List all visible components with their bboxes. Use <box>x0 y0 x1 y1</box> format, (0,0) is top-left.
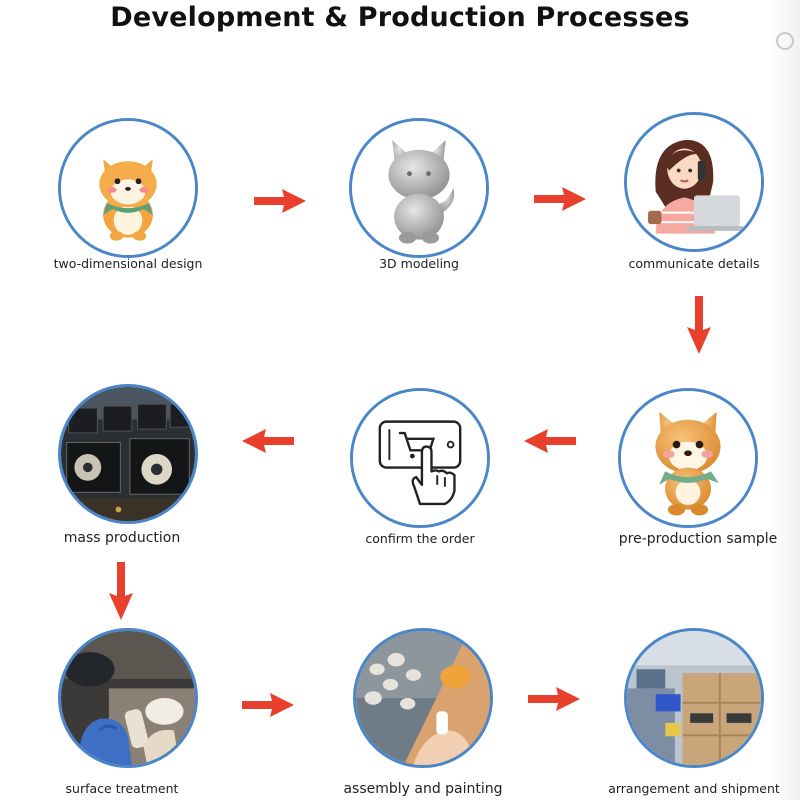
arrow-right-icon <box>252 186 308 216</box>
step-label: 3D modeling <box>379 256 459 271</box>
arrow-down-icon <box>106 560 136 622</box>
step-label: arrangement and shipment <box>608 781 780 796</box>
warehouse-boxes-icon <box>627 631 761 765</box>
step-confirm-the-order-image <box>350 388 490 528</box>
step-assembly-and-painting-image <box>353 628 493 768</box>
shiba-drawing-icon <box>61 121 195 255</box>
edge-circle-icon <box>776 32 794 50</box>
arrow-right-icon <box>532 184 588 214</box>
page-title: Development & Production Processes <box>110 2 690 33</box>
step-label: assembly and painting <box>343 781 503 797</box>
step-pre-production-sample-image <box>618 388 758 528</box>
phone-cart-tap-icon <box>353 391 487 525</box>
step-surface-treatment-image <box>58 628 198 768</box>
gloved-hands-sanding-icon <box>61 631 195 765</box>
step-label: mass production <box>63 530 181 546</box>
step-communicate-details-image <box>624 112 764 252</box>
arrow-right-icon <box>526 684 582 714</box>
shiba-toy-icon <box>621 391 755 525</box>
step-mass-production-image <box>58 384 198 524</box>
step-two-dimensional-design-image <box>58 118 198 258</box>
arrow-right-icon <box>240 690 296 720</box>
right-edge-strip <box>768 0 800 800</box>
arrow-down-icon <box>684 294 714 356</box>
painting-figures-icon <box>356 631 490 765</box>
step-label: surface treatment <box>65 781 179 796</box>
woman-on-phone-icon <box>627 115 761 249</box>
step-arrangement-and-shipment-image <box>624 628 764 768</box>
step-3d-modeling-image <box>349 118 489 258</box>
arrow-left-icon <box>522 426 578 456</box>
arrow-left-icon <box>240 426 296 456</box>
3d-printer-factory-icon <box>61 387 195 521</box>
step-label: communicate details <box>628 256 760 271</box>
step-label: confirm the order <box>365 531 475 546</box>
step-label: two-dimensional design <box>53 256 203 271</box>
gray-3d-model-icon <box>352 121 486 255</box>
step-label: pre-production sample <box>618 531 778 547</box>
